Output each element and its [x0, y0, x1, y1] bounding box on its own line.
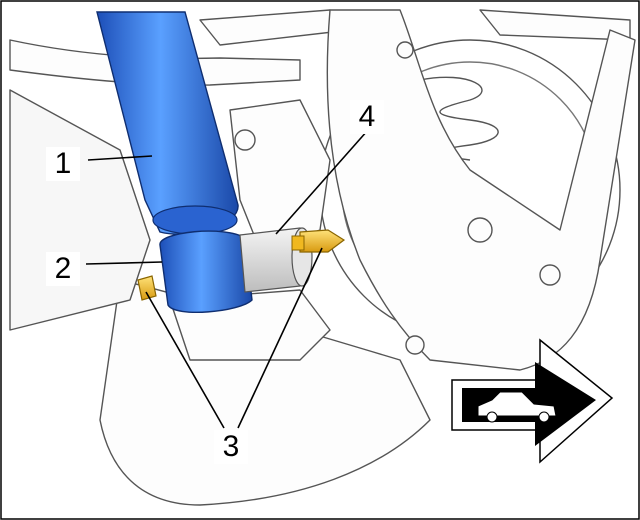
leader-3b: [237, 247, 323, 429]
shock-lower-eye: [159, 230, 253, 314]
leader-1: [87, 155, 153, 161]
lower-bolt: [405, 335, 425, 355]
leader-3a: [145, 291, 225, 429]
car-forward-arrow-icon: [451, 338, 614, 464]
leader-lines: [85, 129, 369, 429]
left-link-arm: [9, 89, 151, 331]
shock-absorber: [96, 11, 313, 314]
callout-2: 2: [46, 252, 80, 286]
bracket-bolt: [234, 129, 256, 151]
upper-bolt: [396, 41, 414, 59]
shock-absorber-base: [152, 205, 238, 235]
nut-left: [137, 275, 157, 301]
leader-2: [85, 261, 163, 265]
arm-bolt: [539, 264, 561, 286]
fasteners: [137, 229, 346, 301]
bolt-collar-right: [291, 235, 305, 251]
callout-1: 1: [46, 147, 80, 181]
background-linework: [9, 9, 636, 506]
hub-bolt: [467, 217, 493, 243]
callout-3: 3: [214, 430, 248, 464]
leader-4: [275, 129, 369, 235]
callout-4: 4: [350, 100, 384, 134]
